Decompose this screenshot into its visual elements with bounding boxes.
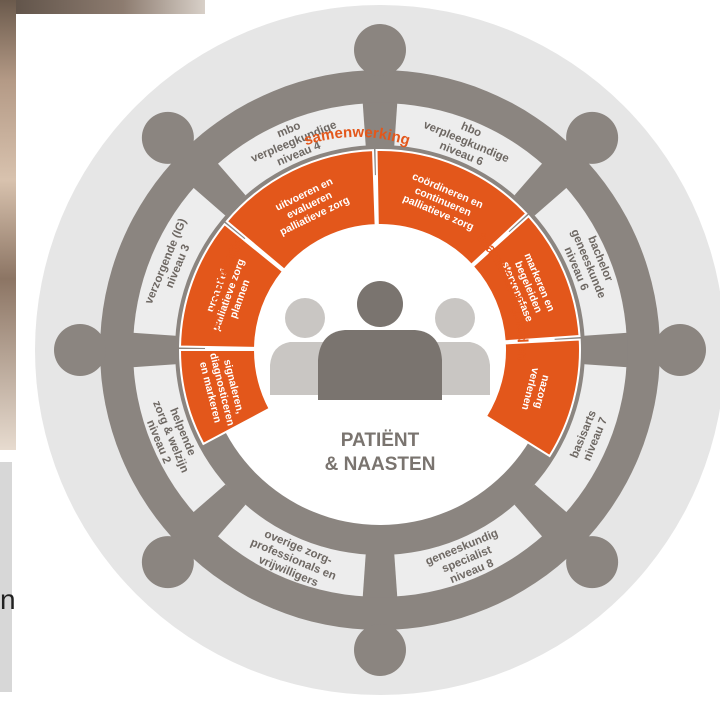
person-head-7 xyxy=(354,624,406,676)
competency-segment-2 xyxy=(179,222,285,349)
band-separator-5 xyxy=(584,332,628,368)
band-separators xyxy=(132,102,628,598)
competency-segment-3 xyxy=(225,149,377,272)
person-head-6 xyxy=(566,536,619,589)
band-separator-4 xyxy=(514,162,568,216)
edge-text-fragment: n xyxy=(0,584,16,615)
competency-segment-1 xyxy=(178,349,271,446)
band-separator-1 xyxy=(132,332,176,368)
competency-segment-5 xyxy=(471,214,581,343)
center-label-line1: PATIËNT xyxy=(341,430,420,451)
competency-segment-6 xyxy=(484,338,581,458)
person-head-8 xyxy=(141,536,194,589)
person-head-5 xyxy=(654,324,706,376)
patient-body xyxy=(318,330,442,400)
people-heads xyxy=(54,24,706,676)
band-separator-2 xyxy=(192,162,246,216)
band-separator-7 xyxy=(362,554,398,598)
person-head-2 xyxy=(141,111,194,164)
side-person-right-head xyxy=(435,298,475,338)
band-separator-8 xyxy=(192,484,246,538)
patient-head xyxy=(357,281,403,327)
background-panel-edge xyxy=(0,462,12,692)
person-head-1 xyxy=(54,324,106,376)
competency-segment-4 xyxy=(375,149,528,267)
side-person-left-head xyxy=(285,298,325,338)
patient-figure xyxy=(270,281,490,400)
band-separator-3 xyxy=(362,102,398,146)
person-head-3 xyxy=(354,24,406,76)
background-photo-top xyxy=(0,0,205,14)
person-head-4 xyxy=(566,111,619,164)
center-label-line2: & NAASTEN xyxy=(325,454,436,475)
band-separator-6 xyxy=(514,484,568,538)
background-photo-edge xyxy=(0,0,16,450)
